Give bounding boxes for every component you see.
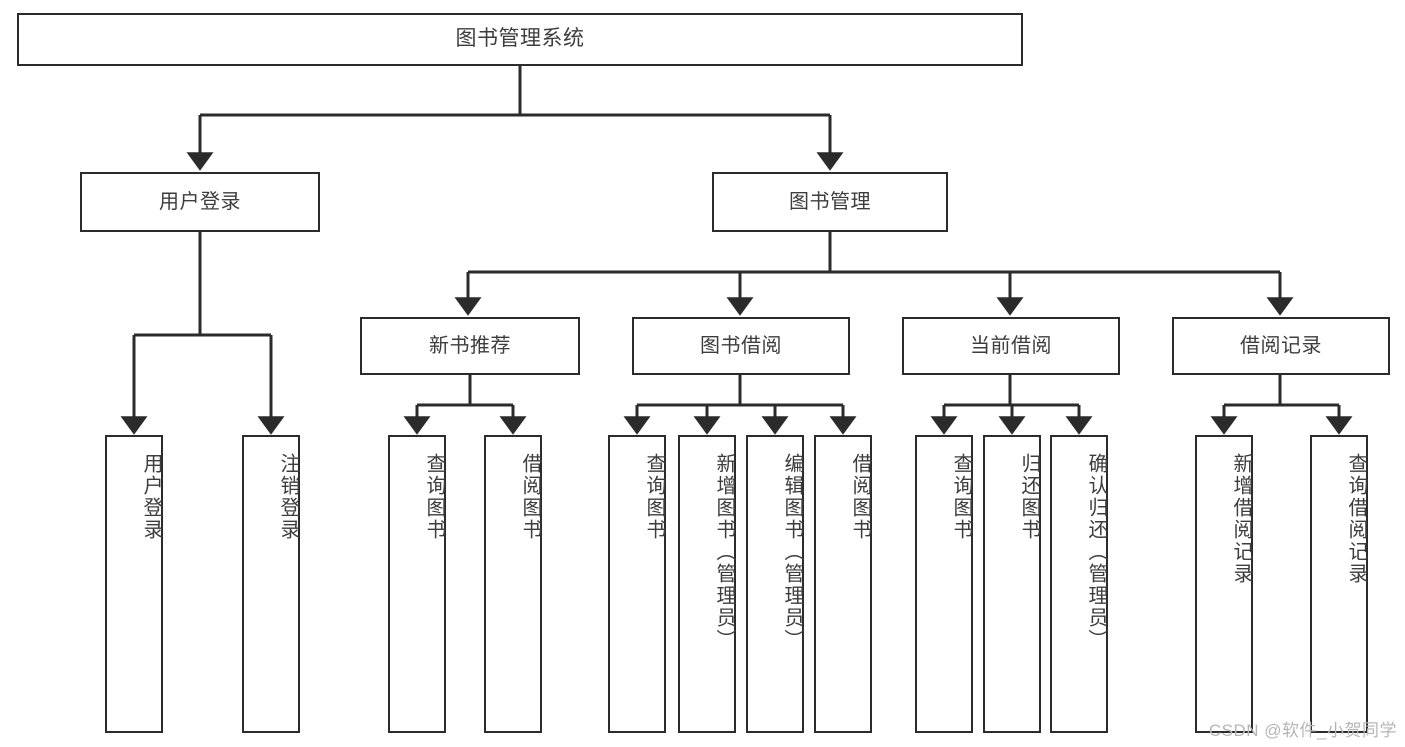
node-leaf-query-books-borrow[interactable]: 查询图书 [608,435,666,733]
node-leaf-user-login[interactable]: 用户登录 [105,435,163,733]
node-leaf-borrow-books-new[interactable]: 借阅图书 [484,435,542,733]
node-leaf-return-books[interactable]: 归还图书 [983,435,1041,733]
node-user-login[interactable]: 用户登录 [80,172,320,232]
node-new-book-recommend[interactable]: 新书推荐 [360,317,580,375]
node-leaf-confirm-return-admin[interactable]: 确认归还（管理员） [1050,435,1108,733]
node-current-borrow[interactable]: 当前借阅 [902,317,1120,375]
node-leaf-borrow-books-2[interactable]: 借阅图书 [814,435,872,733]
node-borrow-record[interactable]: 借阅记录 [1172,317,1390,375]
node-book-borrow[interactable]: 图书借阅 [632,317,850,375]
node-leaf-add-borrow-record[interactable]: 新增借阅记录 [1195,435,1253,733]
csdn-watermark: CSDN @软件_小贺同学 [1208,721,1397,740]
node-leaf-query-books-new[interactable]: 查询图书 [388,435,446,733]
node-book-management[interactable]: 图书管理 [712,172,948,232]
node-leaf-edit-book-admin[interactable]: 编辑图书（管理员） [746,435,804,733]
node-root-book-management-system[interactable]: 图书管理系统 [17,13,1023,66]
node-leaf-add-book-admin[interactable]: 新增图书（管理员） [678,435,736,733]
node-leaf-query-borrow-record[interactable]: 查询借阅记录 [1310,435,1368,733]
node-leaf-query-books-current[interactable]: 查询图书 [915,435,973,733]
node-leaf-logout-login[interactable]: 注销登录 [242,435,300,733]
